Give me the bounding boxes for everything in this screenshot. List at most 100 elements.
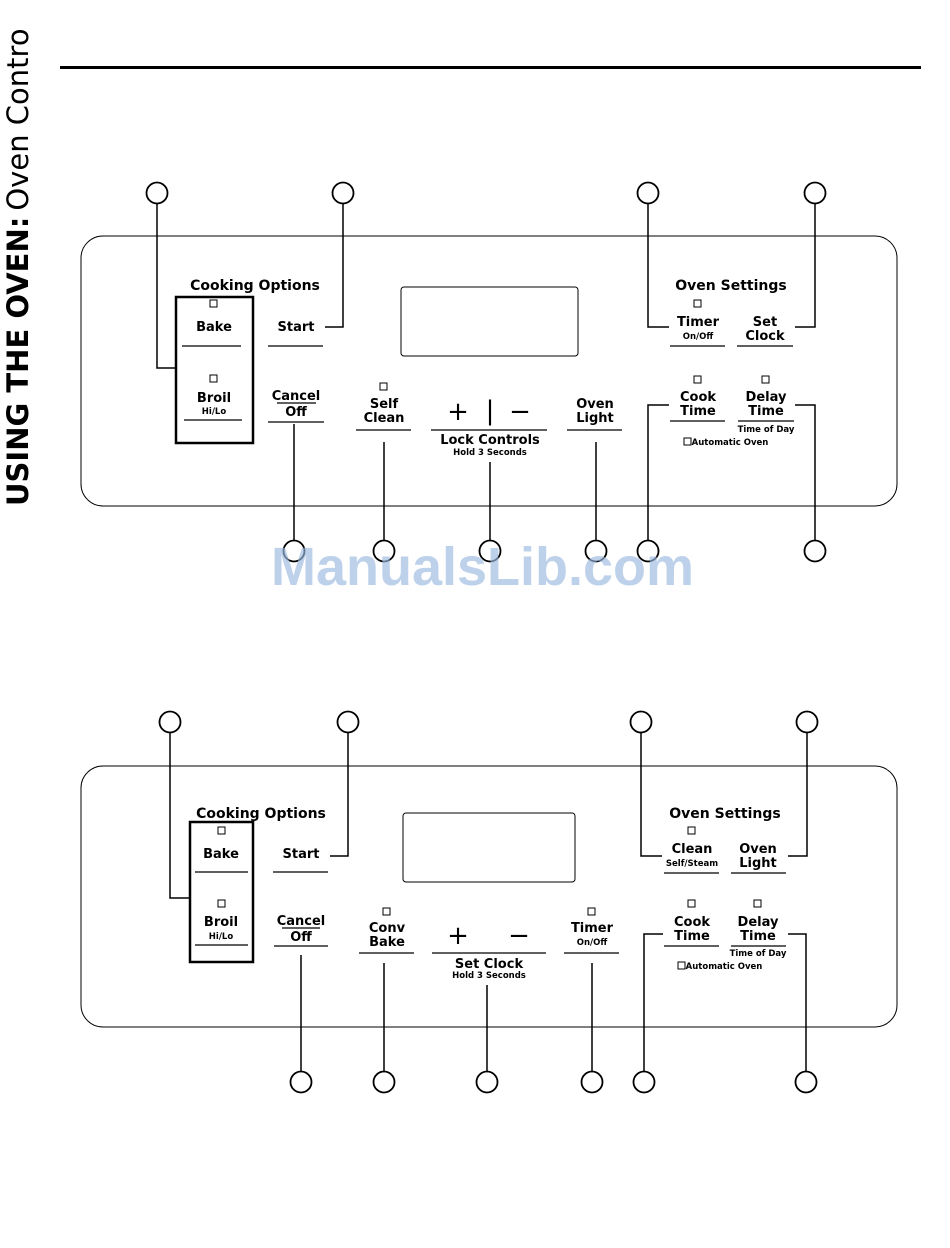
start-label: Start [278,320,315,335]
oven-light-label-1: Oven [576,397,614,412]
plus-button[interactable]: + [447,397,469,427]
timer-label: Timer [677,315,720,330]
callout-marker [372,1070,396,1094]
self-clean-button[interactable]: Self Clean [356,382,411,431]
clean-indicator-light [687,826,696,835]
conv-bake-label-2: Bake [369,935,405,950]
panel-outline [80,235,898,507]
cancel-off-button[interactable]: Cancel Off [268,389,324,423]
broil-indicator-light [209,374,218,383]
timer-sublabel: On/Off [683,332,714,342]
callout-marker [289,1070,313,1094]
svg-text:USING THE OVEN:Oven Controls: USING THE OVEN:Oven Controls [1,28,35,506]
control-panel-1: Cooking Options Oven Settings Bake Broil… [80,181,898,563]
minus-button[interactable]: − [508,921,530,951]
time-of-day-label: Time of Day [738,425,795,435]
timer-label: Timer [571,921,614,936]
oven-settings-title: Oven Settings [669,806,780,822]
cook-time-label-2: Time [680,404,716,419]
off-label: Off [285,405,307,420]
callout-marker [584,539,608,563]
start-button[interactable]: Start [268,320,323,347]
cooking-options-title: Cooking Options [190,278,320,294]
cancel-label: Cancel [277,914,326,929]
oven-light-button[interactable]: Oven Light [567,397,622,431]
delay-time-button[interactable]: Delay Time Time of Day [730,899,787,959]
lock-controls-sublabel: Hold 3 Seconds [453,448,527,458]
plus-minus-divider: | [486,396,495,426]
broil-sublabel: Hi/Lo [209,932,234,942]
delay-time-indicator-light [761,375,770,384]
set-clock-sublabel: Hold 3 Seconds [452,971,526,981]
callout-leaders-panel-1 [156,204,816,540]
bake-indicator-light [209,299,218,308]
callout-markers-panel-2 [158,710,819,1094]
cook-time-label-1: Cook [674,915,710,930]
callout-marker [475,1070,499,1094]
callout-leaders-panel-2 [169,733,808,1071]
callout-marker [795,710,819,734]
delay-time-label-2: Time [748,404,784,419]
callout-marker [636,181,660,205]
oven-light-label-2: Light [576,411,614,426]
automatic-oven-indicator-light [677,961,686,970]
display-window [402,812,576,883]
self-clean-label-2: Clean [364,411,405,426]
broil-label: Broil [204,915,238,930]
timer-sublabel: On/Off [577,938,608,948]
cancel-off-button[interactable]: Cancel Off [274,914,328,947]
clean-button[interactable]: Clean Self/Steam [664,826,719,874]
callout-marker [336,710,360,734]
callout-marker [372,539,396,563]
conv-bake-label-1: Conv [369,921,406,936]
automatic-oven-indicator-light [683,437,692,446]
set-clock-button[interactable]: Set Clock [737,315,793,347]
broil-button[interactable]: Broil Hi/Lo [195,899,248,946]
clean-label: Clean [672,842,713,857]
minus-button[interactable]: − [509,397,531,427]
cooking-options-box [174,295,255,445]
callout-marker [158,710,182,734]
callout-marker [803,539,827,563]
callout-marker [145,181,169,205]
cook-time-label-1: Cook [680,390,716,405]
bake-label: Bake [203,847,239,862]
callout-marker [580,1070,604,1094]
panel-outline [80,765,898,1028]
automatic-oven-label: Automatic Oven [692,438,769,448]
callout-marker [331,181,355,205]
delay-time-label-2: Time [740,929,776,944]
cook-time-button[interactable]: Cook Time [670,375,725,422]
plus-button[interactable]: + [447,921,469,951]
oven-light-label-2: Light [739,856,777,871]
bake-button[interactable]: Bake [195,826,248,873]
cook-time-indicator-light [693,375,702,384]
oven-light-button[interactable]: Oven Light [731,842,786,874]
cook-time-indicator-light [687,899,696,908]
delay-time-label-1: Delay [738,915,779,930]
timer-button[interactable]: Timer On/Off [670,299,725,347]
start-button[interactable]: Start [273,847,328,873]
cancel-label: Cancel [272,389,321,404]
oven-settings-title: Oven Settings [675,278,786,294]
timer-button[interactable]: Timer On/Off [564,907,619,954]
callout-marker [629,710,653,734]
broil-button[interactable]: Broil Hi/Lo [184,374,242,421]
cooking-options-box [188,820,255,964]
bake-label: Bake [196,320,232,335]
time-of-day-label: Time of Day [730,949,787,959]
conv-bake-button[interactable]: Conv Bake [359,907,414,954]
clean-sublabel: Self/Steam [666,859,718,869]
bake-button[interactable]: Bake [182,299,241,347]
cook-time-button[interactable]: Cook Time [664,899,719,947]
automatic-oven-indicator: Automatic Oven [677,961,762,972]
lock-controls-group: + | − Lock Controls Hold 3 Seconds [431,396,547,458]
automatic-oven-indicator: Automatic Oven [683,437,769,448]
callout-marker [632,1070,656,1094]
delay-time-button[interactable]: Delay Time Time of Day [738,375,795,435]
set-clock-label-2: Clock [745,329,785,344]
callout-markers-panel-1 [145,181,827,563]
delay-time-label-1: Delay [746,390,787,405]
delay-time-indicator-light [753,899,762,908]
